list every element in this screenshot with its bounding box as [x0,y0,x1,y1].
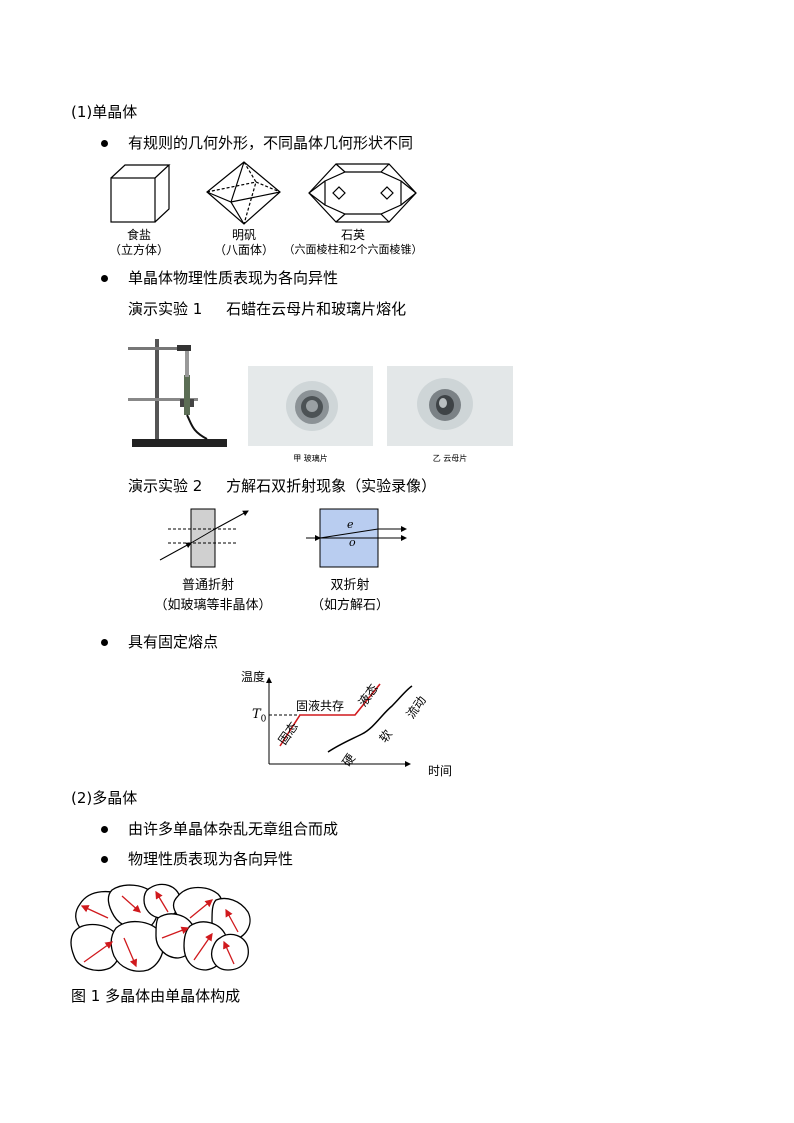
chart-xlabel: 时间 [428,764,453,778]
quartz-shape [308,163,417,223]
demo-2-title: 演示实验 2 方解石双折射现象（实验录像） [128,477,437,495]
crystal-shapes-figure [110,161,417,225]
glass-plate-label: 甲 玻璃片 [293,454,328,463]
amorphous-melting-curve [327,685,413,753]
birefringence-note: （如方解石） [310,598,389,613]
e-ray-label: e [347,518,354,531]
bullet-dot [101,826,108,833]
crystal-name-quartz: 石英 [340,228,365,242]
crystal-shape-salt: （立方体） [108,243,169,257]
polycrystal-figure [70,883,251,972]
figure-1-caption: 图 1 多晶体由单晶体构成 [71,987,241,1005]
o-ray-label: o [349,536,356,549]
bullet-dot [101,856,108,863]
fixed-melting-point-text: 具有固定熔点 [128,633,219,651]
crystal-melting-curve [279,683,381,747]
section-2-heading: (2)多晶体 [71,789,138,807]
crystal-name-salt: 食盐 [126,228,151,242]
polycrystal-property-text: 物理性质表现为各向异性 [128,850,294,868]
label-coexist: 固液共存 [296,699,345,713]
ordinary-refraction-note: （如玻璃等非晶体） [154,598,272,613]
bullet-dot [101,140,108,147]
single-crystal-shape-text: 有规则的几何外形，不同晶体几何形状不同 [128,134,414,152]
mica-plate-photo [387,366,513,446]
t0-label: T0 [252,707,267,725]
refraction-diagrams [159,508,407,568]
ordinary-refraction-label: 普通折射 [181,578,234,593]
melting-point-chart [266,677,413,767]
section-1-heading: (1)单晶体 [71,103,138,121]
crystal-shape-quartz: （六面棱柱和2个六面棱锥） [283,243,423,256]
birefringence-diagram [306,508,407,568]
birefringence-label: 双折射 [330,578,370,593]
ordinary-refraction-diagram [159,508,249,568]
demo-1-title: 演示实验 1 石蜡在云母片和玻璃片熔化 [128,300,407,318]
anisotropy-text: 单晶体物理性质表现为各向异性 [128,269,339,287]
glass-plate-photo [248,366,373,446]
bullet-dot [101,275,108,282]
bullet-dot [101,639,108,646]
octahedron-shape [206,161,281,225]
chart-ylabel: 温度 [241,670,266,684]
stand-apparatus-image [128,339,227,447]
polycrystal-composition-text: 由许多单晶体杂乱无章组合而成 [128,820,339,838]
crystal-shape-alum: （八面体） [213,243,274,257]
mica-plate-label: 乙 云母片 [432,454,468,463]
crystal-name-alum: 明矾 [231,228,256,242]
cube-shape [110,164,171,223]
